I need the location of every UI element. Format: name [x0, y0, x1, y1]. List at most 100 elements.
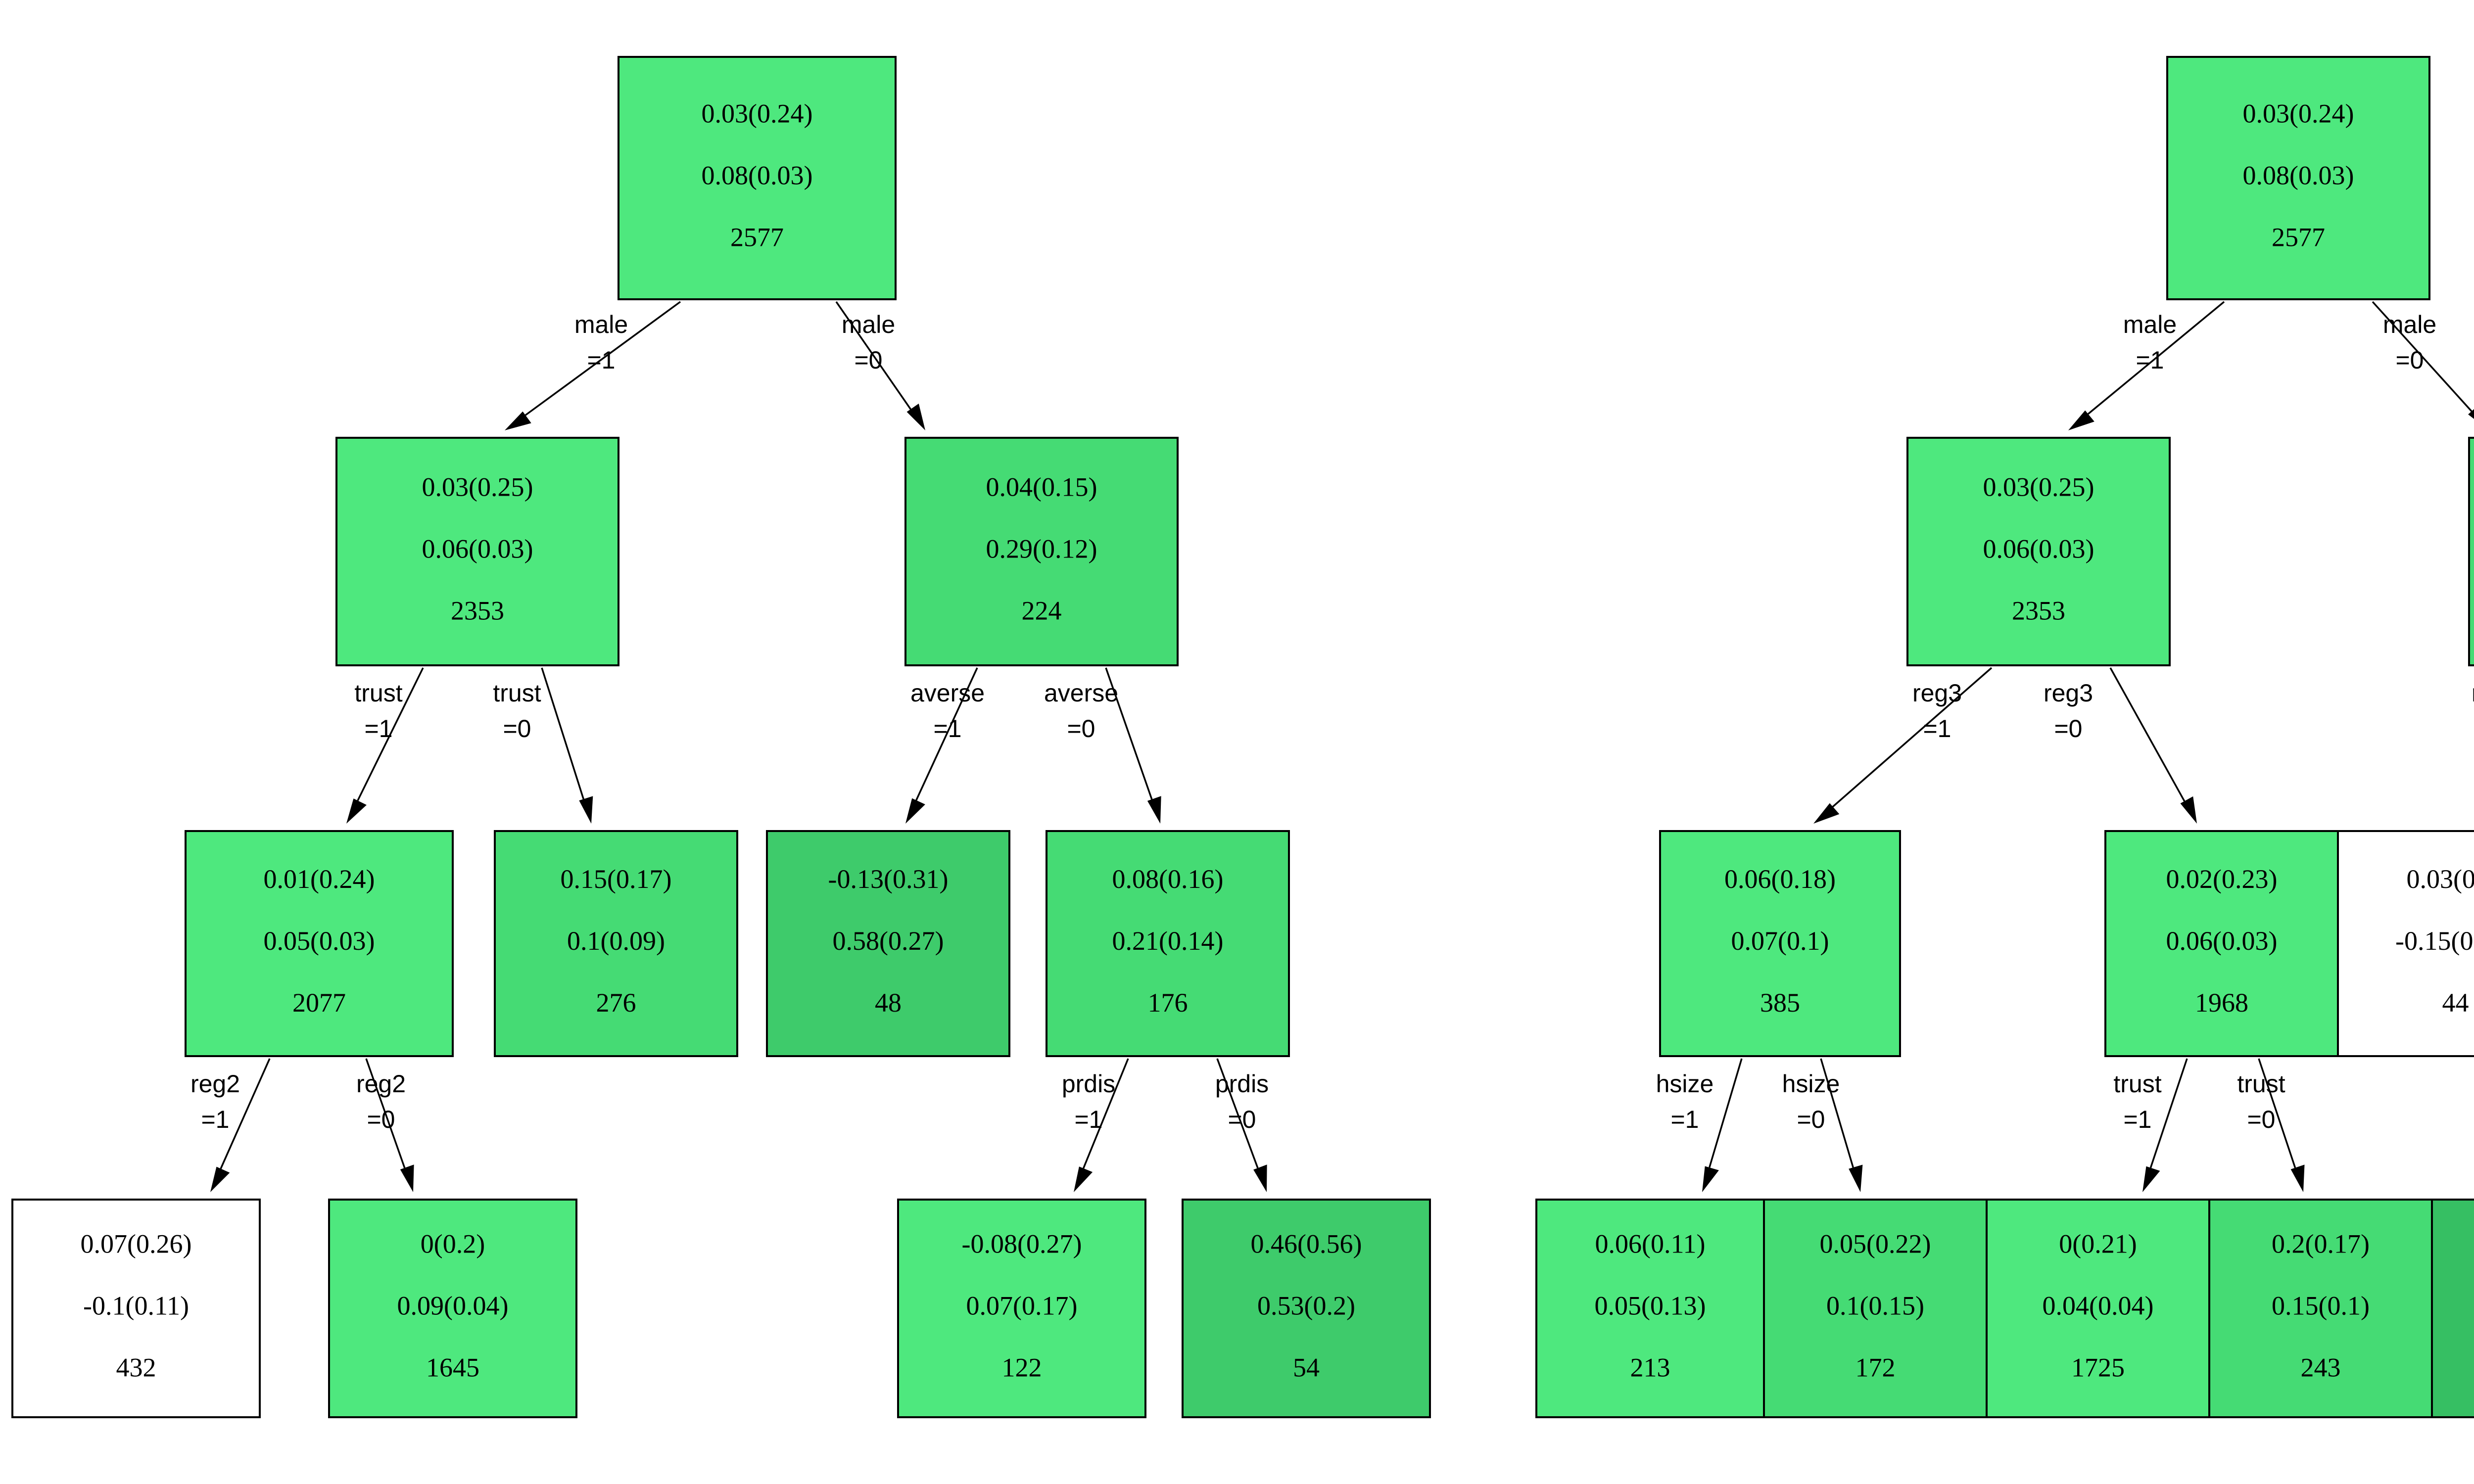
node-count-line: 276 — [596, 988, 636, 1018]
edge-label-value: =1 — [1670, 1106, 1699, 1133]
node-outcome-line: 0.05(0.03) — [264, 926, 375, 956]
node-outcome-line: 0.1(0.15) — [1826, 1291, 1924, 1320]
tree-node[interactable]: 0.15(0.17)0.1(0.09)276 — [494, 830, 738, 1057]
node-box[interactable] — [1659, 830, 1901, 1057]
edge-label-variable: prdis — [1215, 1070, 1269, 1098]
tree-node[interactable]: 0.06(0.11)0.05(0.13)213 — [1535, 1199, 1765, 1418]
node-outcome-line: 0.15(0.1) — [2272, 1291, 2370, 1320]
tree-node[interactable]: 0.03(0.24)0.08(0.03)2577 — [2166, 56, 2430, 300]
tree-node[interactable]: 0.08(0.16)0.21(0.14)176 — [1046, 830, 1290, 1057]
node-count-line: 1725 — [2071, 1352, 2125, 1382]
tree-node[interactable]: 0.06(0.18)0.07(0.1)385 — [1659, 830, 1901, 1057]
node-outcome-line: 0.05(0.13) — [1595, 1291, 1706, 1320]
tree-node[interactable]: 0.01(0.24)0.05(0.03)2077 — [185, 830, 454, 1057]
tree-node[interactable]: 0.07(0.26)-0.1(0.11)432 — [11, 1199, 261, 1418]
edge-label-variable: reg2 — [190, 1070, 240, 1098]
node-box[interactable] — [1535, 1199, 1765, 1418]
edge-label: reg2=1 — [190, 1070, 240, 1133]
tree-node[interactable]: 0.05(0.22)0.1(0.15)172 — [1763, 1199, 1988, 1418]
node-box[interactable] — [1182, 1199, 1431, 1418]
tree-node[interactable]: 0.03(0.24)0.08(0.03)2577 — [618, 56, 897, 300]
tree-edge: reg1=1 — [2472, 679, 2474, 707]
node-count-line: 2353 — [451, 596, 504, 625]
node-box[interactable] — [335, 437, 619, 666]
node-box[interactable] — [904, 437, 1179, 666]
edge-arrowhead-icon — [1702, 1166, 1719, 1192]
node-box[interactable] — [2208, 1199, 2433, 1418]
edge-label: male=0 — [842, 311, 895, 374]
node-outcome-line: 0.04(0.04) — [2043, 1291, 2154, 1320]
node-box[interactable] — [2104, 830, 2339, 1057]
node-box[interactable] — [185, 830, 454, 1057]
tree-edge: averse=0 — [1044, 667, 1161, 824]
node-box[interactable] — [494, 830, 738, 1057]
node-outcome-line: 0.09(0.04) — [397, 1291, 509, 1320]
tree-node[interactable]: -0.06(0.29)0.3(0.18)117 — [2431, 1199, 2474, 1418]
edge-label-variable: trust — [354, 679, 402, 707]
edge-label-value: =1 — [2136, 346, 2164, 374]
tree-edge: reg3=1 — [1813, 667, 1993, 824]
node-effect-line: 0.03(0.24) — [2243, 98, 2354, 128]
edge-label-value: =0 — [1797, 1106, 1825, 1133]
node-box[interactable] — [1046, 830, 1290, 1057]
edge-line — [524, 301, 681, 416]
edge-label: prdis=0 — [1215, 1070, 1269, 1133]
node-effect-line: 0.46(0.56) — [1251, 1229, 1362, 1258]
tree-node[interactable]: 0.03(0.25)0.06(0.03)2353 — [1906, 437, 2171, 666]
tree-edge: prdis=0 — [1215, 1058, 1269, 1192]
node-box[interactable] — [766, 830, 1010, 1057]
edge-label-variable: male — [2383, 311, 2436, 338]
edge-arrowhead-icon — [1147, 796, 1161, 824]
node-outcome-line: 0.1(0.09) — [567, 926, 665, 956]
tree-node[interactable]: 0.04(0.15)0.29(0.12)224 — [2468, 437, 2474, 666]
tree-node[interactable]: 0(0.2) 0.09(0.04) 1645 — [328, 1199, 577, 1418]
node-box[interactable] — [2431, 1199, 2474, 1418]
node-outcome-line: 0.06(0.03) — [422, 534, 533, 563]
node-box[interactable] — [1763, 1199, 1988, 1418]
tree-node[interactable]: 0.2(0.17)0.15(0.1)243 — [2208, 1199, 2433, 1418]
edge-label-variable: hsize — [1782, 1070, 1840, 1098]
node-box[interactable] — [2166, 56, 2430, 300]
edge-label-variable: trust — [2113, 1070, 2161, 1098]
node-effect-line: 0(0.2) — [421, 1229, 485, 1258]
edge-label-variable: male — [842, 311, 895, 338]
tree-node[interactable]: 0(0.21)0.04(0.04)1725 — [1986, 1199, 2210, 1418]
tree-node[interactable]: -0.08(0.27)0.07(0.17)122 — [897, 1199, 1146, 1418]
tree-node[interactable]: 0.04(0.15)0.29(0.12)224 — [904, 437, 1179, 666]
edge-label-value: =0 — [2395, 346, 2424, 374]
node-effect-line: 0.05(0.22) — [1820, 1229, 1931, 1258]
tree-node[interactable]: 0.03(0.25) 0.06(0.03) 2353 — [335, 437, 619, 666]
edge-line — [220, 1058, 271, 1169]
node-box[interactable] — [2337, 830, 2474, 1057]
node-box[interactable] — [1906, 437, 2171, 666]
edge-line — [541, 667, 584, 799]
tree-node[interactable]: 0.02(0.23)0.06(0.03)1968 — [2104, 830, 2339, 1057]
node-count-line: 176 — [1148, 988, 1188, 1018]
edge-arrowhead-icon — [905, 798, 925, 824]
node-outcome-line: 0.07(0.1) — [1731, 926, 1829, 956]
tree-edge: trust=0 — [2237, 1058, 2305, 1192]
node-effect-line: 0.04(0.15) — [986, 472, 1097, 502]
edge-line — [1216, 1058, 1259, 1168]
node-box[interactable] — [1986, 1199, 2210, 1418]
edge-label-variable: averse — [910, 679, 985, 707]
tree-node[interactable]: 0.03(0.5)-0.15(0.26)44 — [2337, 830, 2474, 1057]
tree-node[interactable]: -0.13(0.31)0.58(0.27)48 — [766, 830, 1010, 1057]
node-box[interactable] — [328, 1199, 577, 1418]
edge-label-variable: reg2 — [356, 1070, 406, 1098]
node-box[interactable] — [897, 1199, 1146, 1418]
edge-label: reg3=1 — [1912, 679, 1962, 742]
node-box[interactable] — [11, 1199, 261, 1418]
node-box[interactable] — [2468, 437, 2474, 666]
node-effect-line: 0.03(0.25) — [1983, 472, 2094, 502]
node-effect-line: 0.03(0.25) — [422, 472, 533, 502]
node-effect-line: -0.13(0.31) — [828, 864, 949, 894]
edge-arrowhead-icon — [400, 1164, 414, 1192]
tree-node[interactable]: 0.46(0.56)0.53(0.2)54 — [1182, 1199, 1431, 1418]
node-effect-line: 0.01(0.24) — [264, 864, 375, 894]
node-count-line: 1645 — [426, 1352, 479, 1382]
node-box[interactable] — [618, 56, 897, 300]
right-tree: male=1male=0reg3=1reg3=0reg1=1reg1=0hsiz… — [1535, 56, 2474, 1418]
edge-line — [1832, 667, 1993, 808]
